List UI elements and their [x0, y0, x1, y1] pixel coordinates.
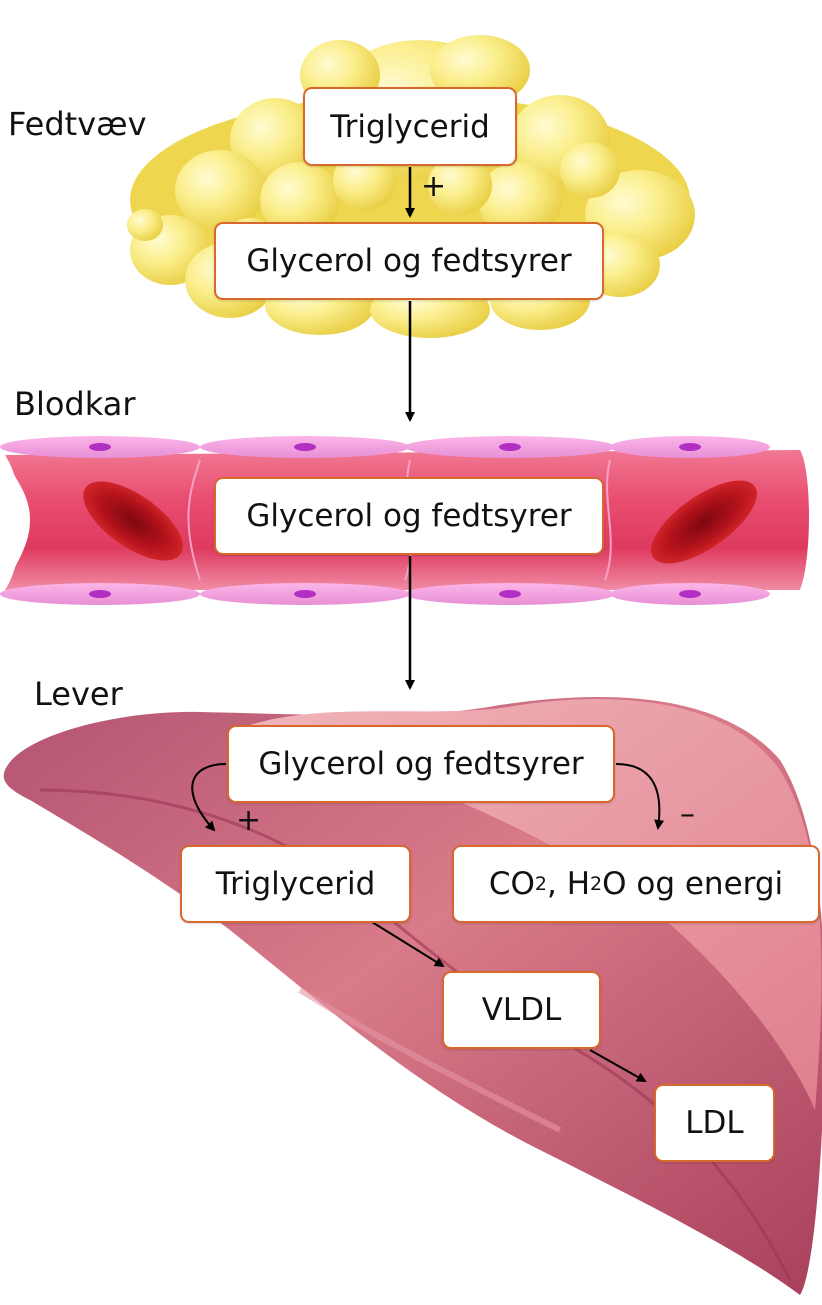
arrow-glycerol-to-triglyceride: [191, 763, 227, 832]
adipose-glycerol-box: Glycerol og fedtsyrer: [214, 222, 604, 300]
liver-glycerol-box: Glycerol og fedtsyrer: [227, 725, 615, 803]
liver-inhibition-sign: –: [680, 797, 695, 832]
ldl-box: LDL: [654, 1084, 775, 1162]
liver-triglyceride-box: Triglycerid: [180, 845, 411, 923]
liver-label: Lever: [34, 675, 123, 713]
liver-stimulation-sign: +: [236, 803, 262, 838]
adipose-tissue-label: Fedtvæv: [8, 105, 147, 143]
adipose-triglyceride-box: Triglycerid: [303, 87, 517, 166]
arrow-glycerol-to-oxidation: [615, 763, 665, 830]
arrow-vldl-to-ldl: [589, 1049, 647, 1082]
vldl-box: VLDL: [442, 971, 601, 1049]
red-blood-cell-left: [83, 481, 183, 561]
vessel-glycerol-box: Glycerol og fedtsyrer: [214, 477, 604, 555]
h2o-text: , H: [546, 866, 591, 902]
arrow-triglyceride-to-vldl: [371, 921, 445, 968]
energy-text: O og energi: [602, 866, 784, 902]
adipose-stimulation-sign: +: [421, 169, 447, 204]
blood-vessel: [0, 436, 809, 605]
red-blood-cell-right: [651, 480, 757, 564]
blood-vessel-label: Blodkar: [14, 385, 136, 423]
co2-text: CO: [488, 866, 535, 902]
